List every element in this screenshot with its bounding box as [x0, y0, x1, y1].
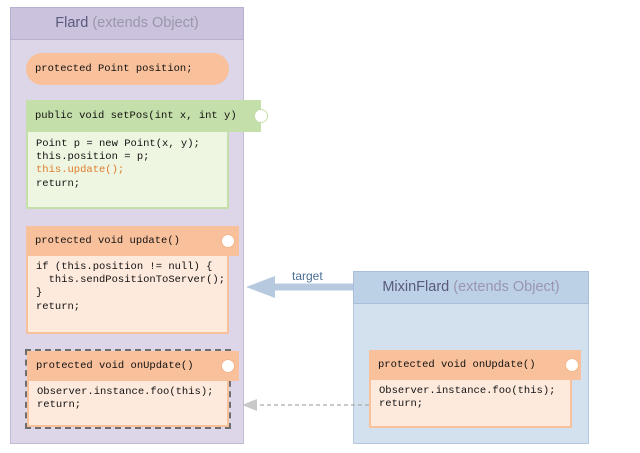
inject-arrow-head — [242, 399, 257, 411]
code-line: Observer.instance.foo(this); — [37, 386, 214, 398]
setpos-signature: public void setPos(int x, int y) — [26, 100, 261, 132]
mixin-class-header: MixinFlard (extends Object) — [353, 271, 589, 304]
update-body: if (this.position != null) { this.sendPo… — [26, 256, 229, 334]
code-line: return; — [37, 399, 82, 412]
code-line: Observer.instance.foo(this); — [379, 385, 556, 397]
code-line: } — [36, 287, 43, 300]
code-line: Point p = new Point(x, y); — [36, 138, 200, 150]
update-signature: protected void update() — [26, 226, 239, 256]
flard-class-header: Flard (extends Object) — [10, 7, 244, 40]
code-line: this.sendPositionToServer(); — [36, 274, 226, 287]
mixin-onupdate-body: Observer.instance.foo(this); return; — [369, 380, 572, 428]
position-field: protected Point position; — [26, 53, 229, 85]
target-arrow-head — [246, 276, 275, 298]
onupdate-signature: protected void onUpdate() — [27, 351, 239, 381]
mixin-onupdate-port-icon — [565, 358, 579, 372]
onupdate-body: Observer.instance.foo(this); return; — [27, 381, 229, 427]
mixin-class-name: MixinFlard — [382, 279, 450, 295]
code-line: if (this.position != null) { — [36, 261, 213, 273]
code-line: return; — [379, 398, 424, 411]
setpos-body: Point p = new Point(x, y); this.position… — [26, 132, 229, 209]
update-port-icon — [221, 234, 235, 248]
setpos-port-icon — [254, 109, 268, 123]
update-call-line: this.update(); — [36, 164, 125, 177]
flard-class-name: Flard — [55, 15, 89, 31]
mixin-extends-label: (extends Object) — [453, 279, 560, 295]
code-line: return; — [36, 177, 81, 190]
onupdate-dashed-outline — [25, 349, 231, 429]
mixin-onupdate-signature: protected void onUpdate() — [369, 350, 581, 380]
flard-extends-label: (extends Object) — [92, 15, 199, 31]
target-label: target — [292, 269, 323, 283]
code-line: return; — [36, 300, 81, 313]
onupdate-port-icon — [221, 359, 235, 373]
code-line: this.position = p; — [36, 151, 150, 164]
